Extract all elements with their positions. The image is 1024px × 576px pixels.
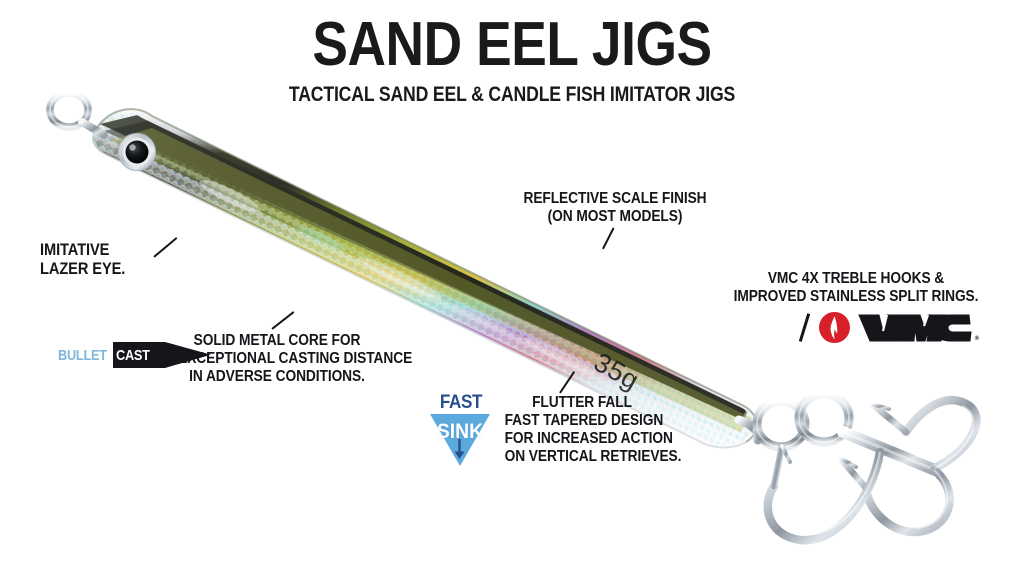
- pointer-tick-scale-finish: [601, 227, 615, 250]
- callout-metal-core-line-2: EXCEPTIONAL CASTING DISTANCE: [178, 349, 413, 367]
- callout-lazer-eye: IMITATIVE LAZER EYE.: [40, 240, 200, 278]
- callout-flutter-fall: FLUTTER FALL FAST TAPERED DESIGN FOR INC…: [492, 394, 682, 466]
- page-subtitle: TACTICAL SAND EEL & CANDLE FISH IMITATOR…: [288, 83, 736, 106]
- bullet-cast-word-cast: CAST: [116, 347, 151, 364]
- callout-flutter-fall-line-3: FOR INCREASED ACTION: [504, 429, 673, 447]
- callout-scale-finish: REFLECTIVE SCALE FINISH (ON MOST MODELS): [505, 190, 725, 226]
- callout-vmc-hooks-line-1: VMC 4X TREBLE HOOKS &: [767, 270, 945, 287]
- weight-marking: 35g: [588, 346, 645, 396]
- vmc-wordmark: ®: [857, 312, 979, 343]
- treble-hook-assembly: [734, 389, 981, 545]
- callout-lazer-eye-line-2: LAZER EYE.: [40, 259, 126, 279]
- fast-sink-badge: FAST SINK: [428, 392, 492, 468]
- callout-scale-finish-line-2: (ON MOST MODELS): [547, 207, 683, 225]
- bullet-cast-badge: BULLET CAST: [58, 342, 212, 368]
- callout-vmc-hooks: VMC 4X TREBLE HOOKS & IMPROVED STAINLESS…: [700, 270, 1012, 306]
- callout-flutter-fall-line-4: ON VERTICAL RETRIEVES.: [504, 447, 682, 465]
- callout-metal-core: SOLID METAL CORE FOR EXCEPTIONAL CASTING…: [162, 332, 413, 386]
- fast-sink-word-sink: SINK: [436, 420, 484, 443]
- pointer-slash-vmc: [796, 312, 812, 342]
- lure-eye: [117, 132, 157, 172]
- callout-flutter-fall-line-1: FLUTTER FALL: [532, 394, 632, 411]
- callout-metal-core-line-1: SOLID METAL CORE FOR: [193, 332, 361, 349]
- down-arrow-icon: [453, 439, 466, 466]
- fast-sink-word-fast: FAST: [439, 392, 483, 413]
- callout-flutter-fall-line-2: FAST TAPERED DESIGN: [504, 411, 664, 429]
- vmc-registered-mark: ®: [974, 335, 979, 342]
- vmc-roundel-icon: [819, 311, 850, 343]
- callout-lazer-eye-line-1: IMITATIVE: [40, 240, 110, 259]
- callout-scale-finish-line-1: REFLECTIVE SCALE FINISH: [523, 190, 707, 207]
- pointer-tick-flutter-fall: [559, 370, 576, 394]
- callout-vmc-hooks-line-2: IMPROVED STAINLESS SPLIT RINGS.: [733, 287, 979, 305]
- page-title: SAND EEL JIGS: [312, 10, 712, 79]
- callout-metal-core-line-3: IN ADVERSE CONDITIONS.: [189, 367, 365, 385]
- bullet-cast-word-bullet: BULLET: [58, 346, 107, 364]
- vmc-logo: ®: [796, 310, 979, 344]
- bullet-cast-arrow-icon: CAST: [113, 342, 212, 368]
- pointer-tick-metal-core: [271, 311, 295, 331]
